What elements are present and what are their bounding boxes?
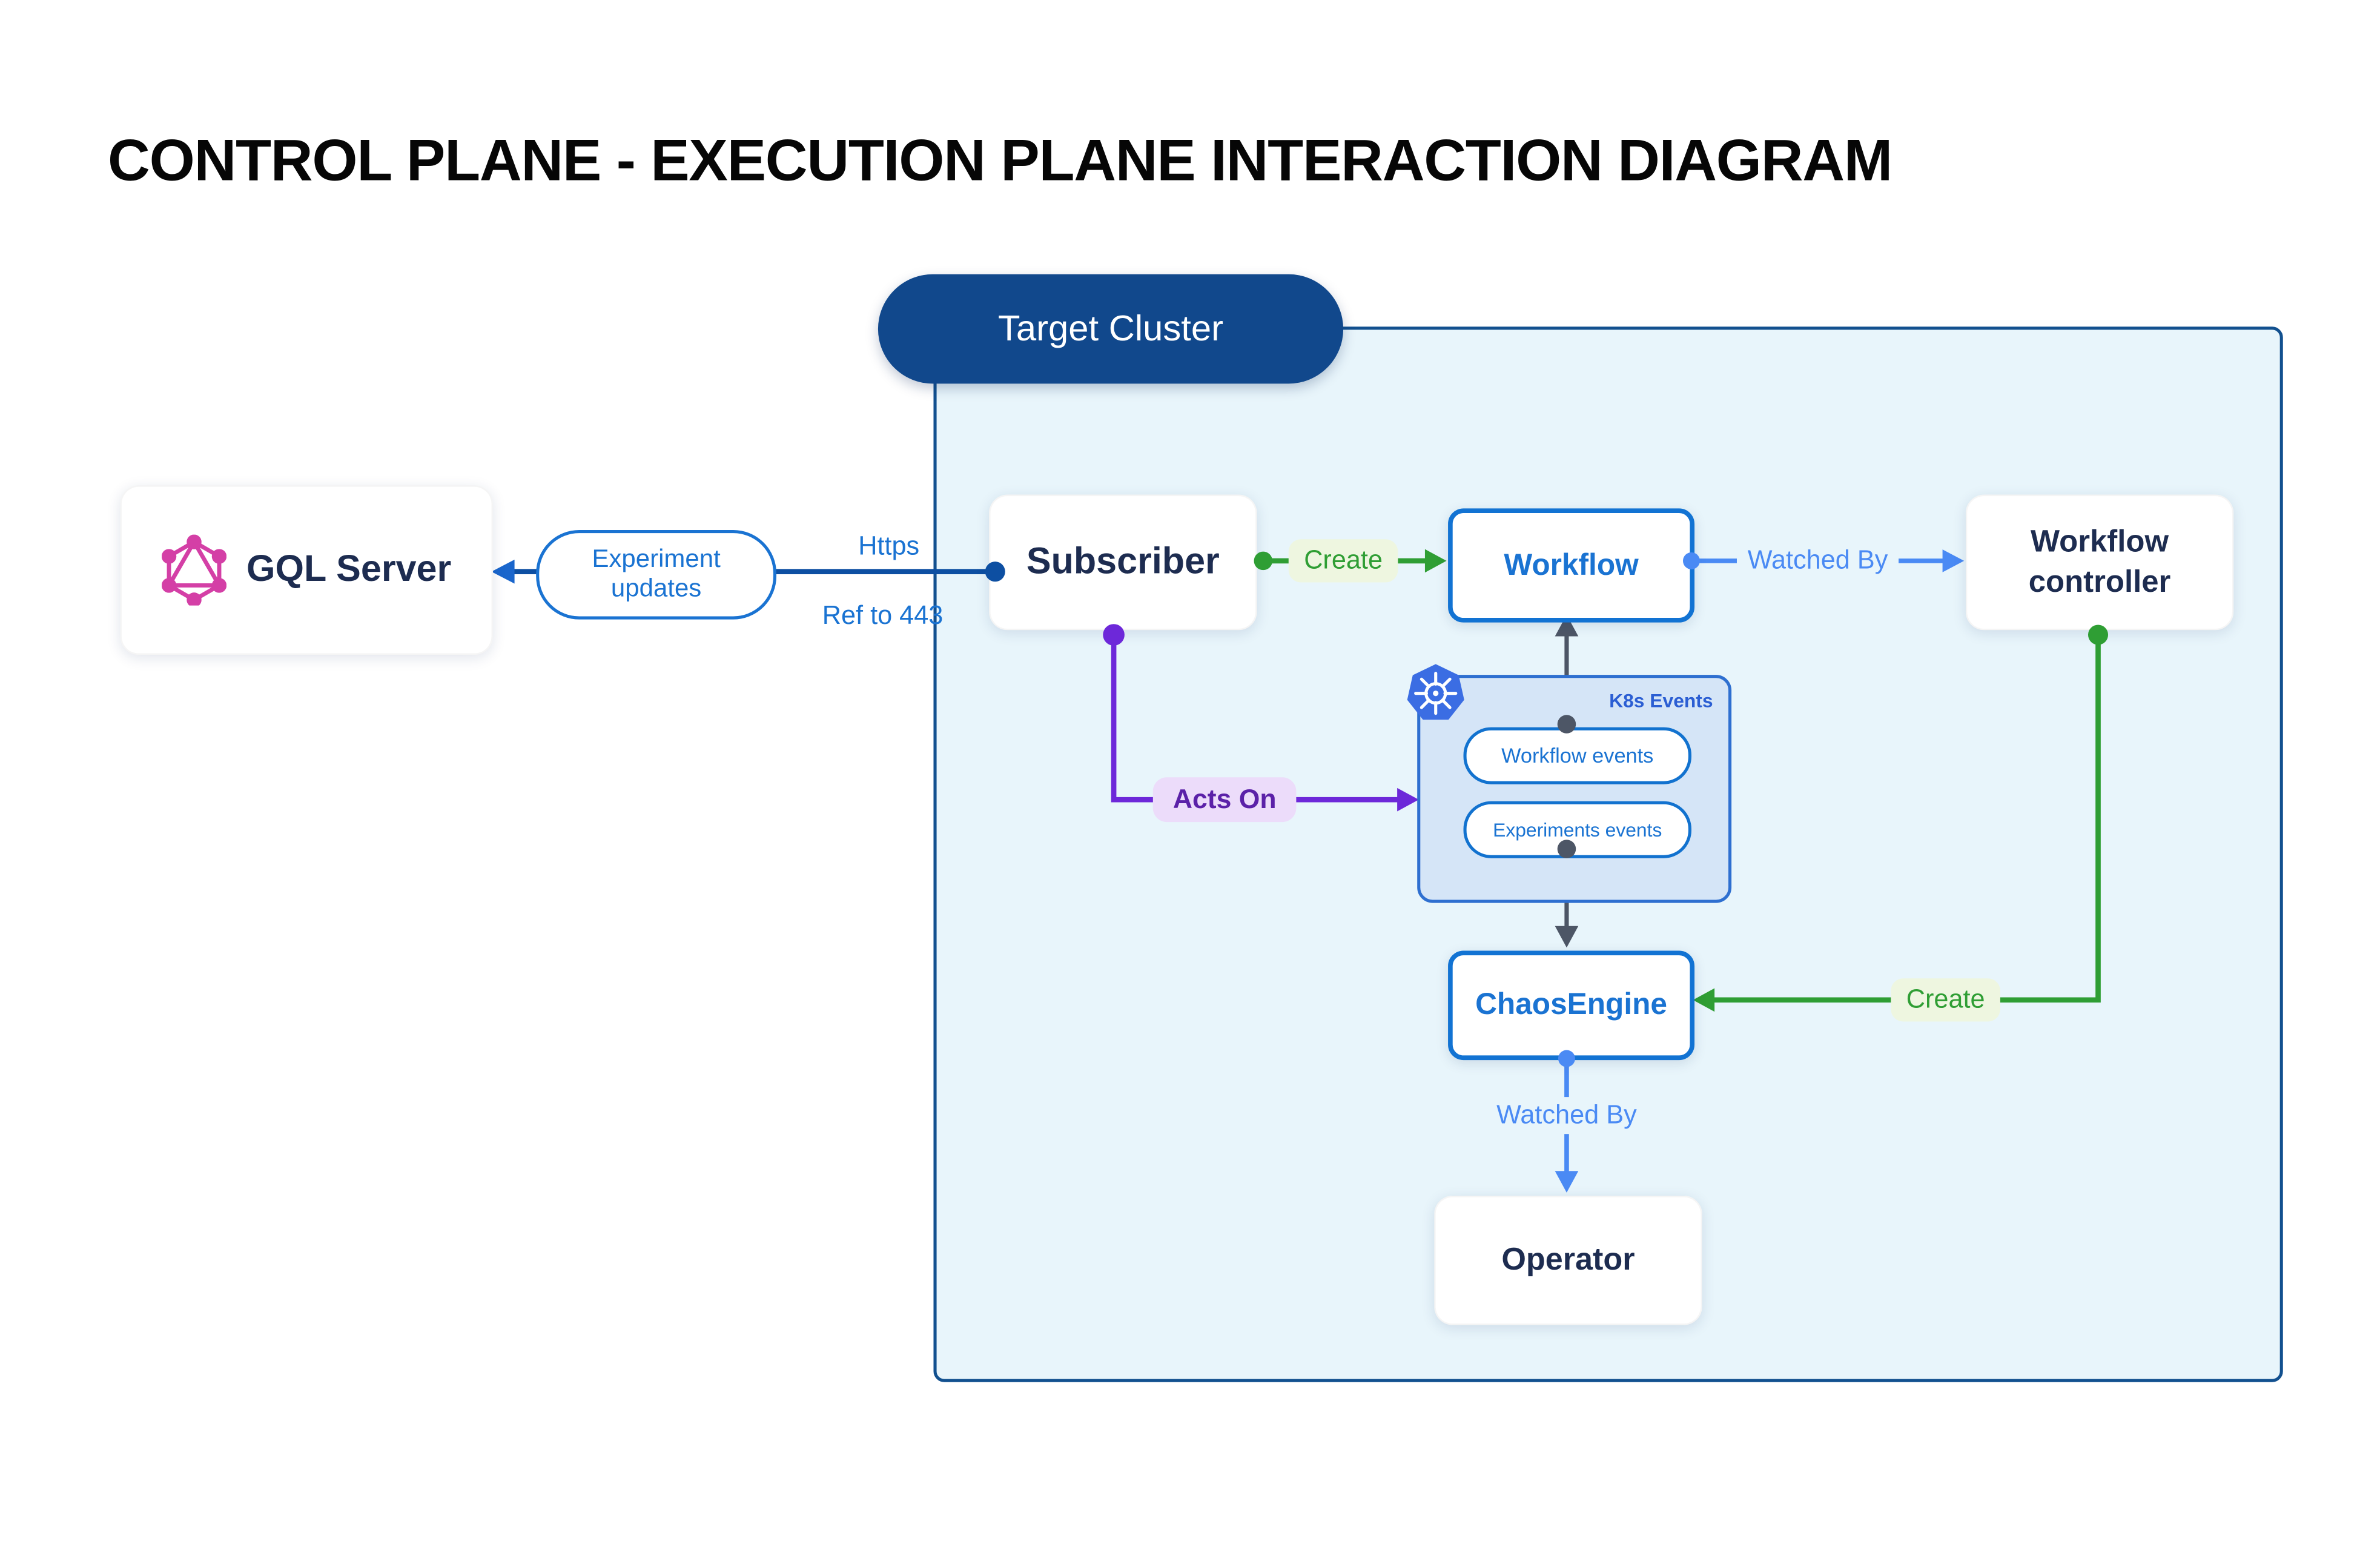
experiments-events-label: Experiments events [1493,818,1662,841]
gql-server-label: GQL Server [246,548,452,591]
subscriber-node: Subscriber [989,494,1257,631]
graphql-icon [162,534,226,606]
k8s-events-label: K8s Events [1609,690,1713,712]
ref-to-443-label: Ref to 443 [822,601,944,631]
watched-by-label-bottom: Watched By [1486,1097,1648,1135]
workflow-events-pill: Workflow events [1463,727,1691,784]
subscriber-label: Subscriber [1026,540,1220,583]
workflow-controller-node: Workflow controller [1965,494,2234,631]
arrowhead-into-gql [491,559,515,584]
operator-label: Operator [1501,1242,1635,1277]
create-label-subscriber-workflow: Create [1288,539,1398,583]
watched-by-label-top: Watched By [1736,542,1899,580]
chaos-engine-label: ChaosEngine [1475,987,1668,1022]
target-cluster-badge: Target Cluster [878,274,1344,384]
https-label: Https [858,531,920,561]
experiment-updates-node: Experiment updates [536,530,777,620]
workflow-label: Workflow [1504,548,1639,582]
workflow-controller-label: Workflow controller [2028,525,2171,600]
operator-node: Operator [1434,1195,1702,1325]
experiments-events-pill: Experiments events [1463,801,1691,858]
target-cluster-label: Target Cluster [997,308,1224,348]
page-title: CONTROL PLANE - EXECUTION PLANE INTERACT… [108,129,1892,194]
acts-on-label: Acts On [1152,777,1297,823]
create-label-controller-chaos: Create [1891,978,2001,1022]
workflow-node: Workflow [1448,508,1695,623]
experiment-updates-label: Experiment updates [592,545,721,603]
kubernetes-icon [1407,664,1464,720]
chaos-engine-node: ChaosEngine [1448,950,1695,1061]
gql-server-node: GQL Server [120,485,493,655]
workflow-events-label: Workflow events [1501,744,1654,767]
k8s-events-group: K8s Events Workflow events Experiments e… [1407,664,1732,903]
